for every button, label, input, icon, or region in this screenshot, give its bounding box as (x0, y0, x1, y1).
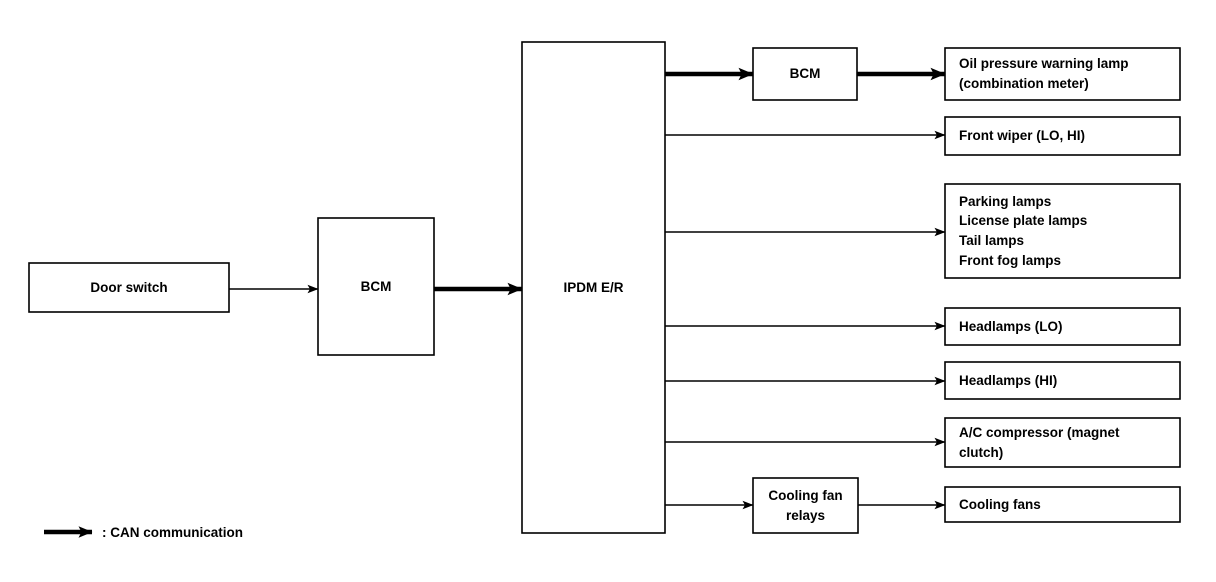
box-ac-compressor (944, 417, 1181, 468)
box-cooling-fans (944, 486, 1181, 523)
box-front-wiper (944, 116, 1181, 156)
box-bcm-top (752, 47, 858, 101)
box-headlamps-hi (944, 361, 1181, 400)
legend-label: : CAN communication (102, 524, 244, 540)
box-bcm-left (317, 217, 435, 356)
box-ipdm-er (521, 41, 666, 534)
legend: : CAN communication (44, 524, 243, 540)
thick-arrow-icon (44, 526, 93, 538)
box-door-switch (28, 262, 230, 313)
box-headlamps-lo (944, 307, 1181, 346)
box-oil-pressure-lamp (944, 47, 1181, 101)
box-cooling-fan-relays (752, 477, 859, 534)
box-parking-lamps (944, 183, 1181, 279)
